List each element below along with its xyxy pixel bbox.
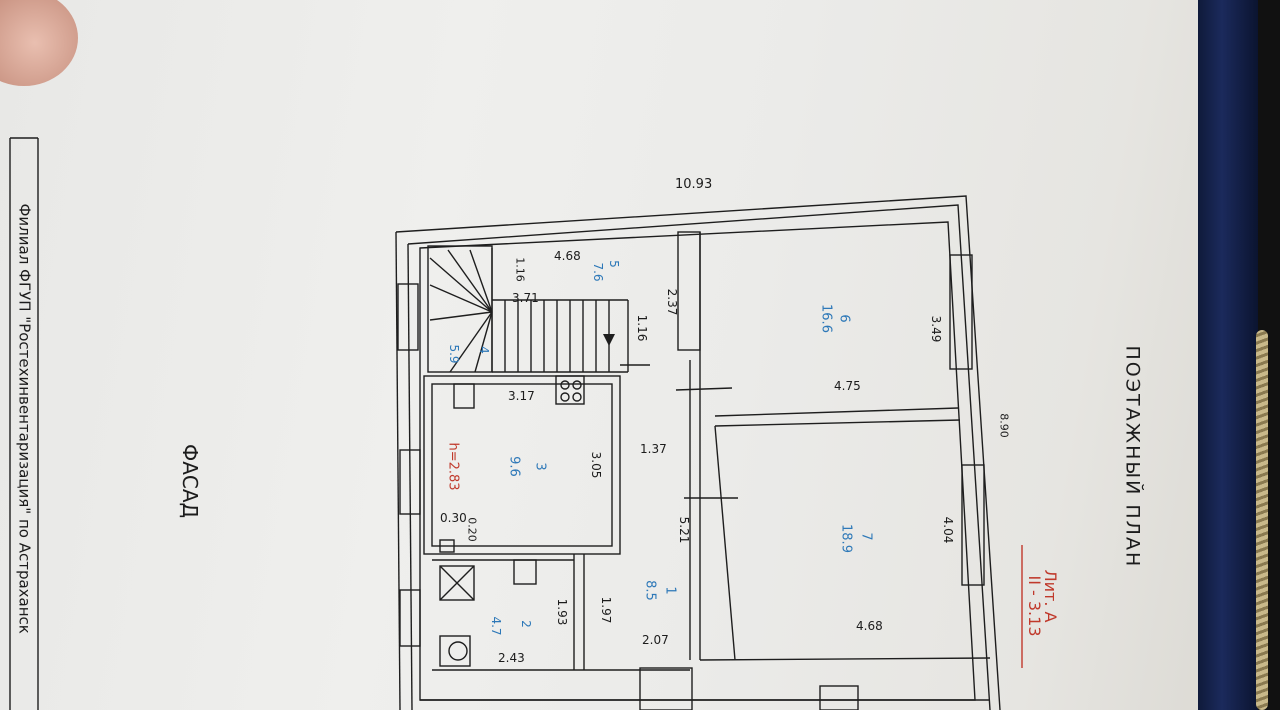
kitchen-walls-outer <box>423 375 621 555</box>
window <box>397 283 419 351</box>
dim-3-05: 3.05 <box>589 451 603 479</box>
plan-title: ПОЭТАЖНЫЙ ПЛАН <box>1121 345 1144 569</box>
stove-burner <box>572 380 582 390</box>
window <box>399 589 421 647</box>
stove-burner <box>560 392 570 402</box>
dim-5-21: 5.21 <box>677 516 691 544</box>
dim-1-97: 1.97 <box>599 596 613 624</box>
facade-label: ФАСАД <box>178 444 202 519</box>
toilet-bowl <box>448 641 468 661</box>
dim-4-75: 4.75 <box>834 379 861 393</box>
room-7-area: 18.9 <box>838 524 854 553</box>
shower-tray <box>439 565 475 601</box>
room-3-area: 9.6 <box>506 456 522 477</box>
room-7-number: 7 <box>858 532 874 541</box>
door-mark <box>675 387 733 391</box>
room-1-number: 1 <box>662 586 678 595</box>
dim-1-16-a: 1.16 <box>513 257 527 282</box>
toilet-fixture <box>439 635 471 667</box>
window <box>949 254 973 370</box>
stair-treads <box>429 249 610 373</box>
outer-wall-inner <box>407 204 991 710</box>
dim-1-93: 1.93 <box>555 598 569 626</box>
dim-overall-width: 10.93 <box>675 177 713 192</box>
room-4-area: 5.9 <box>447 344 461 364</box>
ceiling-height: h=2.83 <box>445 442 461 491</box>
chimney-vent <box>439 539 455 553</box>
dim-1-37: 1.37 <box>640 442 667 456</box>
sheet-number: II - 3.13 <box>1025 575 1044 637</box>
partition-wall <box>699 657 991 661</box>
outer-wall-left-inner <box>407 243 413 710</box>
organization-name: Филиал ФГУП "Ростехинвентаризация" по Ас… <box>15 203 34 634</box>
bath-sink <box>513 559 537 585</box>
inner-wall-line <box>419 221 976 701</box>
sheet-label: Лит. А <box>1041 569 1060 623</box>
stove-burner <box>560 380 570 390</box>
dim-3-49: 3.49 <box>929 315 943 343</box>
dim-0-30: 0.30 <box>440 511 467 525</box>
room-5-area: 7.6 <box>591 262 605 282</box>
dim-3-17: 3.17 <box>508 389 535 403</box>
dim-3-71: 3.71 <box>512 291 539 305</box>
binding-cord <box>1256 330 1268 710</box>
room-6-area: 16.6 <box>818 304 834 333</box>
room-1-area: 8.5 <box>642 580 658 601</box>
dim-2-43: 2.43 <box>498 651 525 665</box>
room-6-number: 6 <box>836 314 852 323</box>
room-5-number: 5 <box>607 260 621 268</box>
entrance-porch <box>639 667 693 710</box>
outer-wall <box>395 195 1001 710</box>
dim-0-20: 0.20 <box>465 517 479 542</box>
room-4-number: 4 <box>477 346 491 354</box>
partition-wall <box>677 231 701 351</box>
room-2-area: 4.7 <box>489 616 503 636</box>
partition-wall <box>714 407 959 417</box>
dim-1-16-b: 1.16 <box>635 314 649 342</box>
partition-wall <box>714 419 961 427</box>
room-3-number: 3 <box>532 462 548 471</box>
folder-cover <box>1198 0 1258 710</box>
room-2-number: 2 <box>519 620 533 628</box>
window <box>399 449 421 515</box>
stove-fixture <box>555 375 585 405</box>
stair-direction-arrow <box>603 334 615 346</box>
dim-4-04: 4.04 <box>941 516 955 544</box>
dim-2-07: 2.07 <box>642 633 669 647</box>
kitchen-sink <box>453 383 475 409</box>
dim-2-37: 2.37 <box>665 288 679 316</box>
dim-4-68-bottom: 4.68 <box>856 619 883 633</box>
floor-plan-sheet <box>0 0 1222 710</box>
porch-step <box>819 685 859 710</box>
kitchen-walls <box>431 383 613 547</box>
partition-wall <box>714 425 736 661</box>
dim-4-68-top: 4.68 <box>554 249 581 263</box>
stove-burner <box>572 392 582 402</box>
window <box>961 464 985 586</box>
shower-tray <box>439 565 475 601</box>
dim-overall-depth: 8.90 <box>997 413 1011 438</box>
